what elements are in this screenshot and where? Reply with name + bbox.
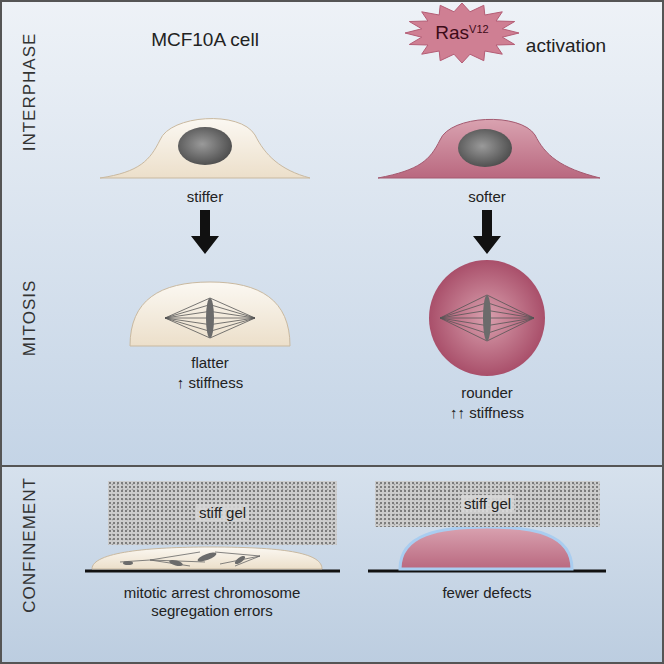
down-arrow	[473, 210, 501, 254]
spindle-fiber	[440, 303, 487, 318]
annotation: fewer defects	[442, 584, 531, 601]
spindle-fiber	[165, 305, 210, 318]
nucleus	[178, 127, 232, 165]
upper-panel	[0, 0, 664, 466]
gel-block: stiff gel	[375, 481, 600, 527]
superscript: V12	[469, 23, 489, 35]
phase-label: INTERPHASE	[20, 33, 40, 152]
starburst-outline	[405, 3, 519, 63]
interphase-cell	[100, 119, 310, 178]
mitotic-cell	[130, 282, 290, 346]
node-text: RasV12	[435, 22, 488, 44]
starburst: RasV12	[404, 2, 520, 64]
spindle-fiber	[210, 298, 255, 318]
spindle-fiber	[210, 318, 255, 319]
lower-panel	[0, 466, 664, 664]
annotation: ↑ stiffness	[177, 374, 243, 391]
chromosome-plate	[483, 295, 491, 341]
nucleus	[458, 129, 512, 167]
spindle-fiber	[487, 310, 534, 318]
confined-cell	[400, 527, 572, 569]
spindle-fiber	[165, 311, 210, 318]
confined-cell	[92, 547, 322, 569]
spindle-fiber	[210, 318, 255, 331]
chromosome-plate	[206, 298, 214, 338]
spindle-fiber	[487, 295, 534, 318]
annotation: activation	[526, 35, 606, 57]
spindle-fiber	[210, 305, 255, 318]
phase-label: MITOSIS	[20, 280, 40, 357]
spindle-fiber	[210, 318, 255, 338]
spindle-fiber	[487, 303, 534, 318]
node-text: stiff gel	[196, 504, 249, 522]
missegregated-spindle	[120, 552, 260, 566]
down-arrow	[191, 210, 219, 254]
annotation: stiffer	[187, 188, 223, 205]
annotation: flatter	[191, 354, 229, 371]
annotation: ↑↑ stiffness	[450, 404, 524, 421]
phase-label: CONFINEMENT	[20, 477, 40, 613]
substrate	[85, 570, 340, 573]
spindle-fiber	[165, 318, 210, 319]
spindle-fiber	[487, 318, 534, 341]
annotation: MCF10A cell	[151, 29, 259, 51]
spindle-fiber	[165, 318, 210, 338]
node-text: stiff gel	[461, 495, 514, 513]
panel-divider	[0, 465, 664, 467]
node-label: stiff gel	[196, 504, 249, 521]
gel-block: stiff gel	[108, 481, 337, 545]
spindle-fiber	[440, 310, 487, 318]
mitotic-cell	[429, 260, 545, 376]
spindle-fiber	[440, 295, 487, 318]
node-label: stiff gel	[461, 495, 514, 512]
node-label: Ras	[435, 22, 469, 43]
spindle-fiber	[440, 318, 487, 341]
chromosomes	[123, 551, 246, 567]
spindle-fiber	[165, 298, 210, 318]
spindle-fiber	[487, 318, 534, 333]
spindle-fiber	[165, 318, 210, 331]
annotation: softer	[468, 188, 506, 205]
annotation: mitotic arrest chromosome segregation er…	[92, 584, 332, 620]
annotation: rounder	[461, 384, 513, 401]
spindle-fiber	[487, 318, 534, 319]
spindle-fiber	[440, 318, 487, 319]
interphase-cell	[378, 119, 600, 178]
spindle-fiber	[440, 318, 487, 333]
spindle-fiber	[210, 311, 255, 318]
